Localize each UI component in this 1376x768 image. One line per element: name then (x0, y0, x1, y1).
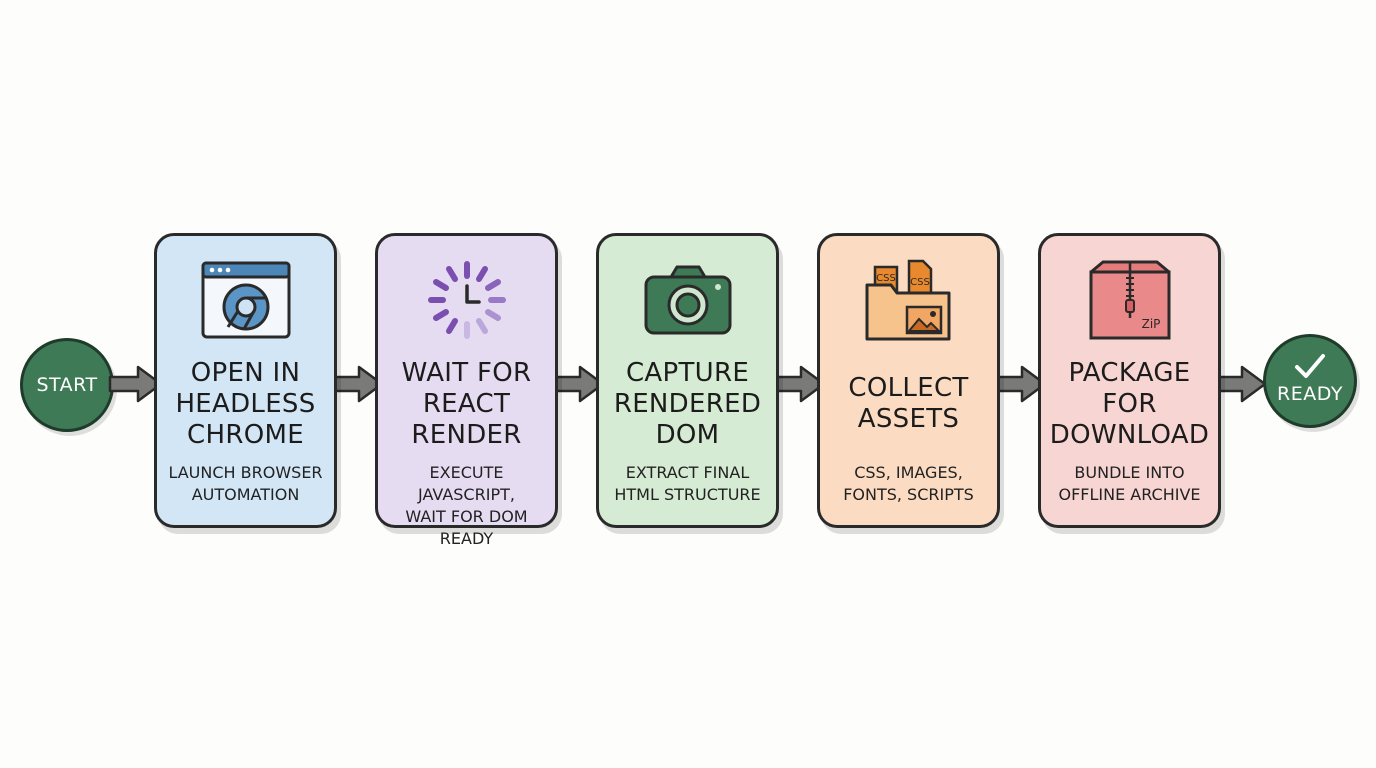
step-description: CSS, IMAGES, FONTS, SCRIPTS (843, 463, 974, 504)
step-title: WAIT FOR REACT RENDER (401, 357, 532, 450)
step-collect-assets: CSS CSS COLLECT ASSETS CSS, IMAGES, FONT… (817, 233, 1000, 528)
step-title: PACKAGE FOR DOWNLOAD (1049, 357, 1210, 450)
css-file-label: CSS (910, 277, 930, 288)
ready-label: READY (1277, 383, 1343, 405)
start-node: START (20, 338, 114, 432)
step-title: OPEN IN HEADLESS CHROME (175, 357, 316, 450)
zip-box-icon: ZiP (1089, 260, 1170, 340)
step-open-headless-chrome: OPEN IN HEADLESS CHROME LAUNCH BROWSER A… (154, 233, 337, 528)
zip-label: ZiP (1141, 317, 1160, 331)
ready-node: READY (1263, 334, 1357, 428)
css-file-label: CSS (876, 273, 896, 284)
browser-chrome-icon (201, 261, 290, 339)
camera-icon (644, 265, 731, 335)
checkmark-icon (1295, 354, 1325, 378)
step-description: LAUNCH BROWSER AUTOMATION (168, 463, 323, 504)
step-description: EXTRACT FINAL HTML STRUCTURE (614, 463, 761, 504)
loading-spinner-icon (427, 261, 506, 339)
step-package-for-download: ZiP PACKAGE FOR DOWNLOAD BUNDLE INTO OFF… (1038, 233, 1221, 528)
step-title: COLLECT ASSETS (848, 373, 969, 434)
step-wait-for-react-render: WAIT FOR REACT RENDER EXECUTE JAVASCRIPT… (375, 233, 558, 548)
step-description: EXECUTE JAVASCRIPT, WAIT FOR DOM READY (405, 463, 528, 548)
step-title: CAPTURE RENDERED DOM (613, 357, 762, 450)
step-description: BUNDLE INTO OFFLINE ARCHIVE (1058, 463, 1201, 504)
arrow-icon (108, 365, 163, 403)
start-label: START (36, 374, 98, 396)
step-capture-rendered-dom: CAPTURE RENDERED DOM EXTRACT FINAL HTML … (596, 233, 779, 528)
asset-folder-icon: CSS CSS (865, 259, 950, 341)
